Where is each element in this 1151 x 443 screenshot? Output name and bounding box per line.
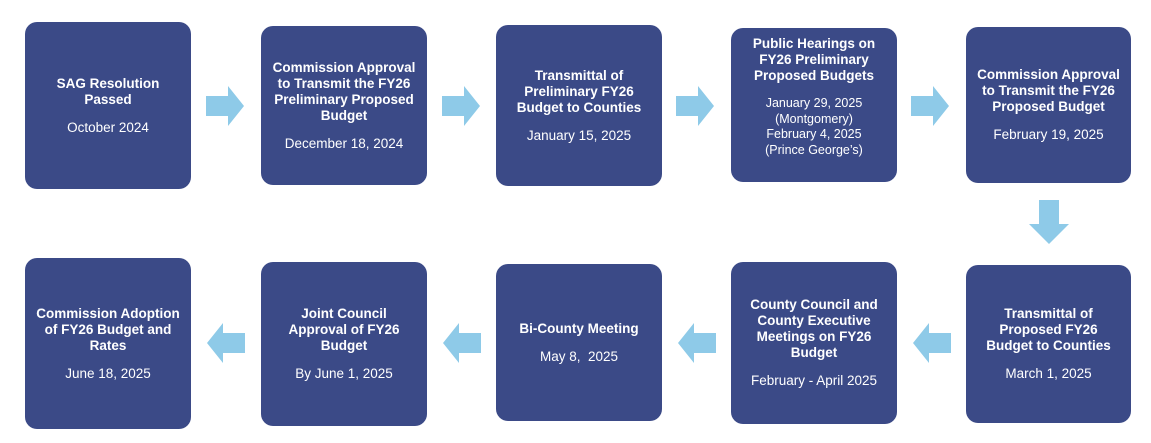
arrow-left-icon <box>207 323 245 363</box>
step-title: Commission Approval to Transmit the FY26… <box>272 59 416 123</box>
step-title: County Council and County Executive Meet… <box>750 297 878 360</box>
step-title: Commission Adoption of FY26 Budget and R… <box>36 305 180 353</box>
step-title: SAG Resolution Passed <box>56 75 160 107</box>
step-date: February 19, 2025 <box>993 127 1104 142</box>
arrow-down-icon <box>1029 200 1069 244</box>
step-box-commission-adoption: Commission Adoption of FY26 Budget and R… <box>25 258 191 429</box>
step-date: March 1, 2025 <box>1005 366 1092 381</box>
step-date: December 18, 2024 <box>284 135 404 151</box>
step-box-public-hearings: Public Hearings on FY26 Preliminary Prop… <box>731 28 897 182</box>
step-date: By June 1, 2025 <box>295 366 393 381</box>
arrow-left-icon <box>913 323 951 363</box>
step-box-commission-approval-proposed: Commission Approval to Transmit the FY26… <box>966 27 1131 183</box>
step-date: October 2024 <box>67 119 149 135</box>
step-box-transmittal-preliminary: Transmittal of Preliminary FY26 Budget t… <box>496 25 662 186</box>
arrow-right-icon <box>442 86 480 126</box>
step-box-sag-resolution: SAG Resolution Passed October 2024 <box>25 22 191 189</box>
step-date: June 18, 2025 <box>65 365 151 381</box>
arrow-right-icon <box>911 86 949 126</box>
step-date: January 15, 2025 <box>526 127 632 143</box>
step-box-joint-council-approval: Joint Council Approval of FY26 Budget By… <box>261 262 427 426</box>
arrow-left-icon <box>678 323 716 363</box>
step-box-commission-approval-preliminary: Commission Approval to Transmit the FY26… <box>261 26 427 185</box>
step-date: February - April 2025 <box>750 373 878 388</box>
step-title: Public Hearings on FY26 Preliminary Prop… <box>752 36 876 83</box>
arrow-right-icon <box>676 86 714 126</box>
step-box-transmittal-proposed: Transmittal of Proposed FY26 Budget to C… <box>966 265 1131 423</box>
step-title: Transmittal of Preliminary FY26 Budget t… <box>516 67 642 115</box>
step-date: May 8, 2025 <box>539 348 619 364</box>
step-title: Joint Council Approval of FY26 Budget <box>288 306 400 353</box>
arrow-left-icon <box>443 323 481 363</box>
step-title: Commission Approval to Transmit the FY26… <box>977 67 1120 114</box>
step-box-county-council-meetings: County Council and County Executive Meet… <box>731 262 897 424</box>
arrow-right-icon <box>206 86 244 126</box>
step-date: January 29, 2025 (Montgomery) February 4… <box>765 96 863 157</box>
step-box-bi-county-meeting: Bi-County Meeting May 8, 2025 <box>496 264 662 421</box>
step-title: Transmittal of Proposed FY26 Budget to C… <box>986 306 1111 353</box>
step-title: Bi-County Meeting <box>519 320 639 336</box>
